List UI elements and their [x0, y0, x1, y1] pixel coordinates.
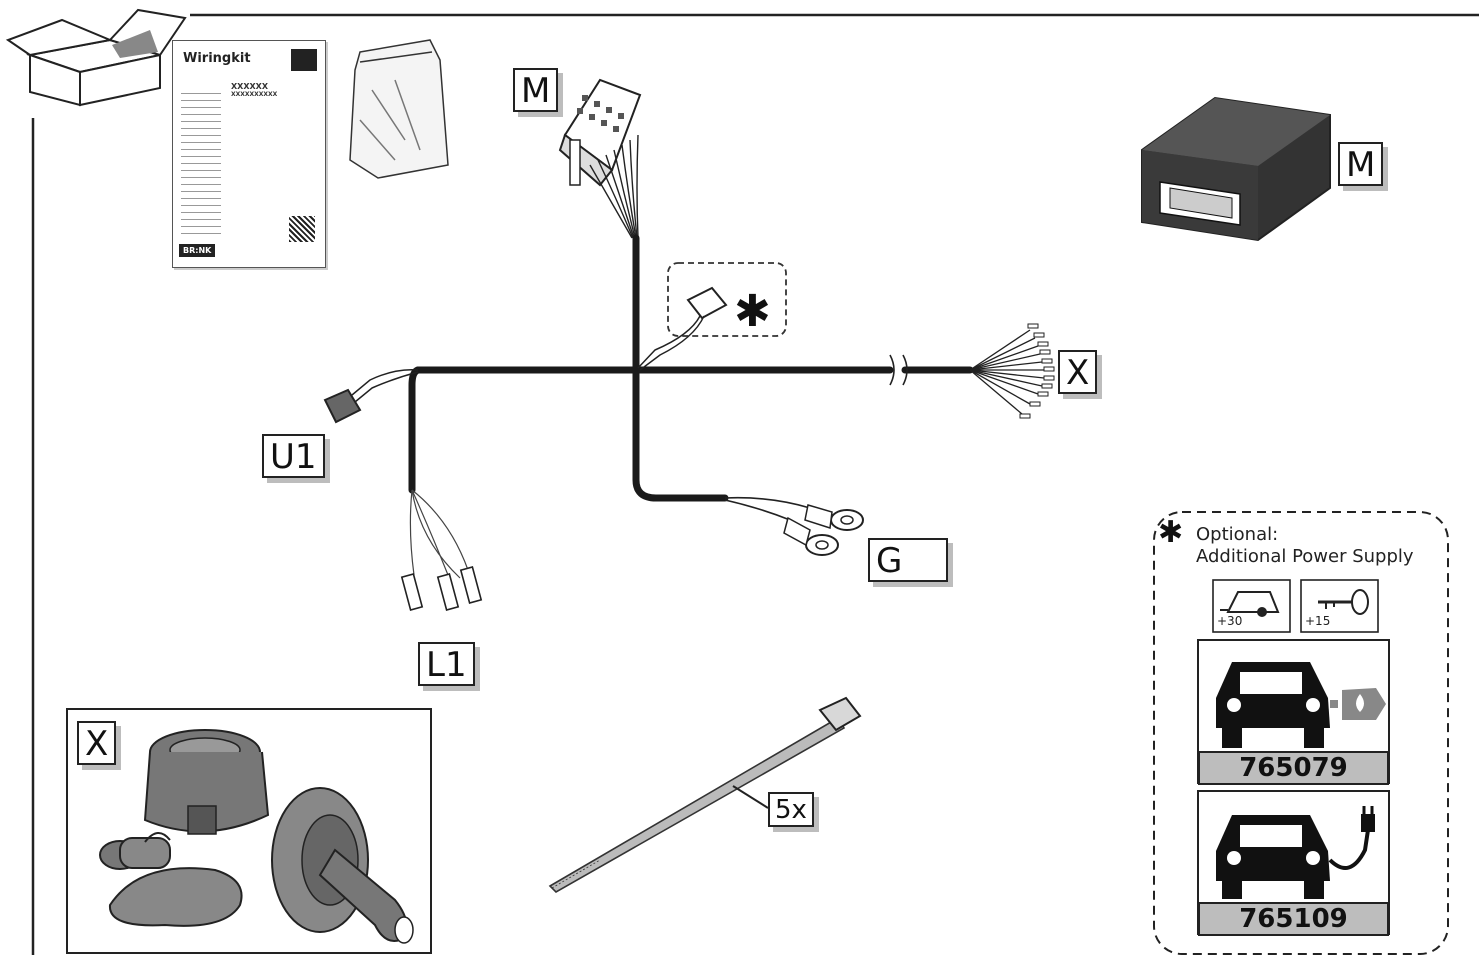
document-title: Wiringkit [183, 51, 251, 66]
document-brand-logo: BR:NK [179, 244, 216, 257]
part-number-electric: 765109 [1198, 902, 1389, 936]
key-badge-text: +15 [1305, 614, 1331, 628]
document-language-list [181, 89, 221, 239]
x-wire-pins [1019, 323, 1055, 419]
connector-m-icon [558, 78, 642, 239]
caravan-icon [1220, 591, 1280, 617]
label-quantity: 5x [768, 792, 814, 827]
caravan-badge-text: +30 [1217, 614, 1243, 628]
part-number-combustion: 765079 [1198, 751, 1389, 785]
combustion-car-icon [1216, 662, 1386, 748]
main-harness [408, 234, 974, 502]
key-icon [1318, 589, 1369, 615]
document-code-line1: XXXXXX [231, 82, 269, 91]
optional-connector-icon [637, 286, 728, 371]
plastic-bag-icon [349, 39, 449, 179]
module-m-icon [1141, 96, 1331, 242]
label-x-wires: X [1058, 350, 1098, 394]
optional-subtitle: Additional Power Supply [1196, 546, 1414, 567]
electric-car-icon [1216, 806, 1375, 899]
document-code-line2: XXXXXXXXXX [231, 91, 278, 98]
label-ground: G [868, 538, 949, 582]
optional-marker-star: ✱ [734, 286, 771, 337]
rubber-seal-icon [99, 832, 243, 927]
wiringkit-instructions-document: Wiringkit XXXXXX XXXXXXXXXX BR:NK [172, 40, 326, 268]
document-qr-icon [289, 216, 315, 242]
label-l1: L1 [418, 642, 475, 686]
u1-connector-icon [323, 368, 419, 424]
socket-gasket-icon [271, 787, 414, 944]
cable-tie-icon [548, 696, 862, 893]
optional-panel-text: Optional: Additional Power Supply [1196, 524, 1414, 568]
optional-panel-star: ✱ [1158, 515, 1184, 550]
trailer-socket-icon [143, 729, 270, 835]
document-logo-icon [291, 49, 317, 71]
optional-panel-frame [1153, 511, 1449, 955]
optional-connector-frame [667, 262, 787, 337]
optional-title: Optional: [1196, 524, 1279, 545]
label-x-socket: X [77, 721, 117, 765]
l1-terminals [400, 489, 483, 611]
break-mark [889, 354, 908, 386]
x-wire-fan [969, 329, 1045, 415]
label-m-connector: M [513, 68, 559, 112]
label-u1: U1 [262, 434, 325, 478]
label-m-module: M [1338, 142, 1384, 186]
document-code: XXXXXX XXXXXXXXXX [231, 83, 277, 99]
ground-ring-terminals [724, 496, 864, 556]
box-icon [5, 8, 187, 107]
